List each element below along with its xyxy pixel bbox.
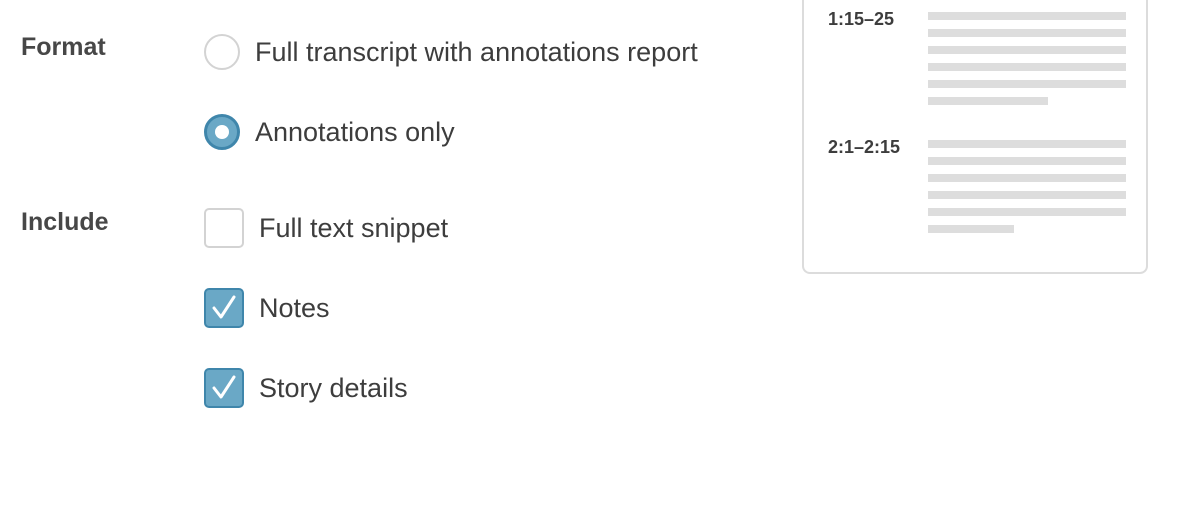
format-option-annotations-only[interactable]: Annotations only (204, 112, 455, 152)
format-option-full-transcript-label: Full transcript with annotations report (255, 36, 698, 67)
export-preview-card: 1:15–25 2:1–2:15 (802, 0, 1148, 274)
checkmark-icon (212, 375, 236, 399)
preview-text-placeholder (928, 140, 1126, 242)
include-option-story-details[interactable]: Story details (204, 368, 408, 408)
include-option-notes[interactable]: Notes (204, 288, 330, 328)
include-option-full-text-snippet-label: Full text snippet (259, 212, 449, 243)
checkbox-checked[interactable] (204, 368, 244, 408)
radio-unselected-icon[interactable] (204, 34, 240, 70)
preview-timestamp: 2:1–2:15 (828, 137, 901, 157)
include-section-label: Include (21, 208, 109, 236)
include-option-story-details-label: Story details (259, 372, 408, 403)
preview-timestamp: 1:15–25 (828, 9, 895, 29)
include-option-notes-label: Notes (259, 292, 330, 323)
include-option-full-text-snippet[interactable]: Full text snippet (204, 208, 448, 248)
format-section-label: Format (21, 33, 106, 61)
format-option-full-transcript[interactable]: Full transcript with annotations report (204, 32, 698, 72)
checkbox-checked[interactable] (204, 288, 244, 328)
checkmark-icon (212, 295, 236, 319)
radio-selected-icon[interactable] (204, 114, 240, 150)
radio-dot (215, 125, 229, 139)
preview-text-placeholder (928, 12, 1126, 114)
checkbox-unchecked-icon[interactable] (204, 208, 244, 248)
format-option-annotations-only-label: Annotations only (255, 116, 455, 147)
